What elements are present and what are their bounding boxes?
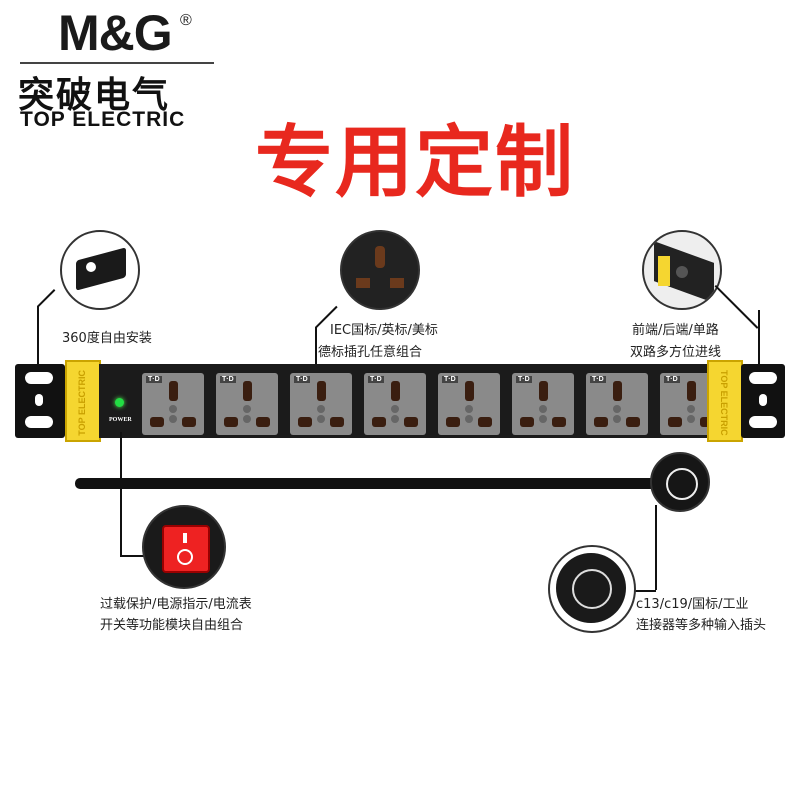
caption-plugs-1: c13/c19/国标/工业 — [636, 597, 749, 612]
leader-line — [120, 432, 122, 557]
logo-brand: M&G — [58, 5, 173, 61]
strip-body: POWER T·D T·D T·D T·D T·D T·D T·D T·D — [99, 364, 722, 438]
socket-brand: T·D — [368, 376, 384, 383]
socket-brand: T·D — [664, 376, 680, 383]
caption-inlet-2: 双路多方位进线 — [630, 345, 722, 360]
rocker-switch-image — [142, 505, 226, 589]
leader-line — [758, 310, 760, 364]
logo-divider — [20, 62, 214, 64]
power-strip: TOP ELECTRIC POWER T·D T·D T·D T·D T·D T·D T·D… — [15, 360, 785, 442]
logo-english: TOP ELECTRIC — [20, 108, 186, 131]
universal-socket: T·D — [142, 373, 204, 435]
caption-modules-1: 过载保护/电源指示/电流表 — [100, 597, 252, 612]
leader-line — [315, 327, 317, 364]
universal-socket: T·D — [438, 373, 500, 435]
universal-socket: T·D — [364, 373, 426, 435]
right-mount-bracket — [741, 364, 785, 438]
plug-detail-image — [548, 545, 636, 633]
end-cap-label: TOP ELECTRIC — [77, 370, 87, 436]
universal-socket: T·D — [586, 373, 648, 435]
left-end-cap: TOP ELECTRIC — [65, 360, 101, 442]
headline: 专用定制 — [255, 118, 576, 208]
socket-brand: T·D — [146, 376, 162, 383]
socket-brand: T·D — [220, 376, 236, 383]
bracket-detail-image — [60, 230, 140, 310]
universal-socket: T·D — [290, 373, 352, 435]
caption-inlet-1: 前端/后端/单路 — [632, 323, 719, 338]
caption-mounting: 360度自由安装 — [62, 331, 152, 346]
socket-brand: T·D — [442, 376, 458, 383]
inlet-detail-image — [642, 230, 722, 310]
right-end-cap: TOP ELECTRIC — [707, 360, 743, 442]
universal-socket: T·D — [216, 373, 278, 435]
socket-brand: T·D — [590, 376, 606, 383]
end-cap-label: TOP ELECTRIC — [719, 370, 729, 436]
input-plug — [650, 452, 710, 512]
power-label: POWER — [109, 417, 132, 423]
socket-brand: T·D — [294, 376, 310, 383]
universal-socket: T·D — [512, 373, 574, 435]
caption-sockets-1: IEC国标/英标/美标 — [330, 323, 438, 338]
left-mount-bracket — [15, 364, 65, 438]
caption-plugs-2: 连接器等多种输入插头 — [636, 618, 767, 633]
caption-sockets-2: 德标插孔任意组合 — [318, 345, 423, 360]
registered-mark: ® — [180, 12, 192, 29]
logo-chinese: 突破电气 — [18, 75, 171, 116]
power-indicator-light — [115, 398, 124, 407]
power-cable — [75, 478, 665, 489]
socket-detail-image — [340, 230, 420, 310]
leader-line — [37, 306, 39, 364]
socket-brand: T·D — [516, 376, 532, 383]
leader-line — [655, 505, 657, 590]
caption-modules-2: 开关等功能模块自由组合 — [100, 618, 244, 633]
